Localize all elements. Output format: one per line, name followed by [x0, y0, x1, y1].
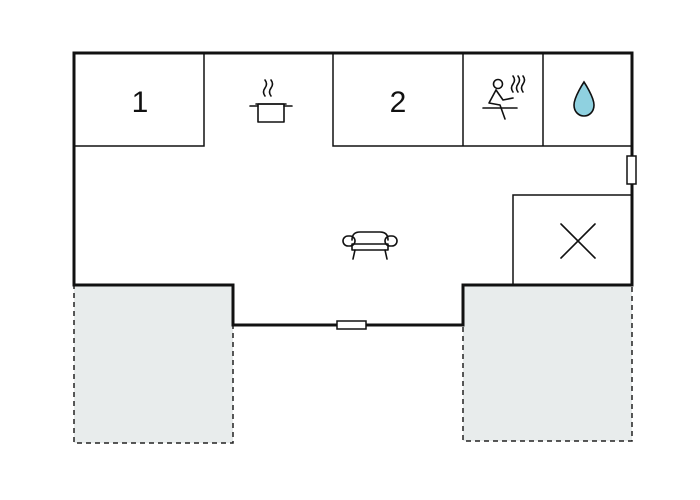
sauna-icon	[482, 75, 526, 120]
terrace-right	[462, 284, 633, 442]
sofa-icon	[342, 231, 398, 260]
window-bottom	[336, 320, 367, 330]
water-drop-icon	[573, 80, 595, 117]
cross-icon	[560, 223, 596, 259]
interior-partitions	[74, 53, 632, 285]
terrace-left	[73, 284, 234, 444]
bedroom-1-label: 1	[132, 86, 149, 119]
bedroom-2-label: 2	[390, 86, 407, 119]
cooking-pot-icon	[249, 79, 293, 123]
outer-wall	[72, 51, 634, 327]
window-right	[626, 155, 637, 185]
